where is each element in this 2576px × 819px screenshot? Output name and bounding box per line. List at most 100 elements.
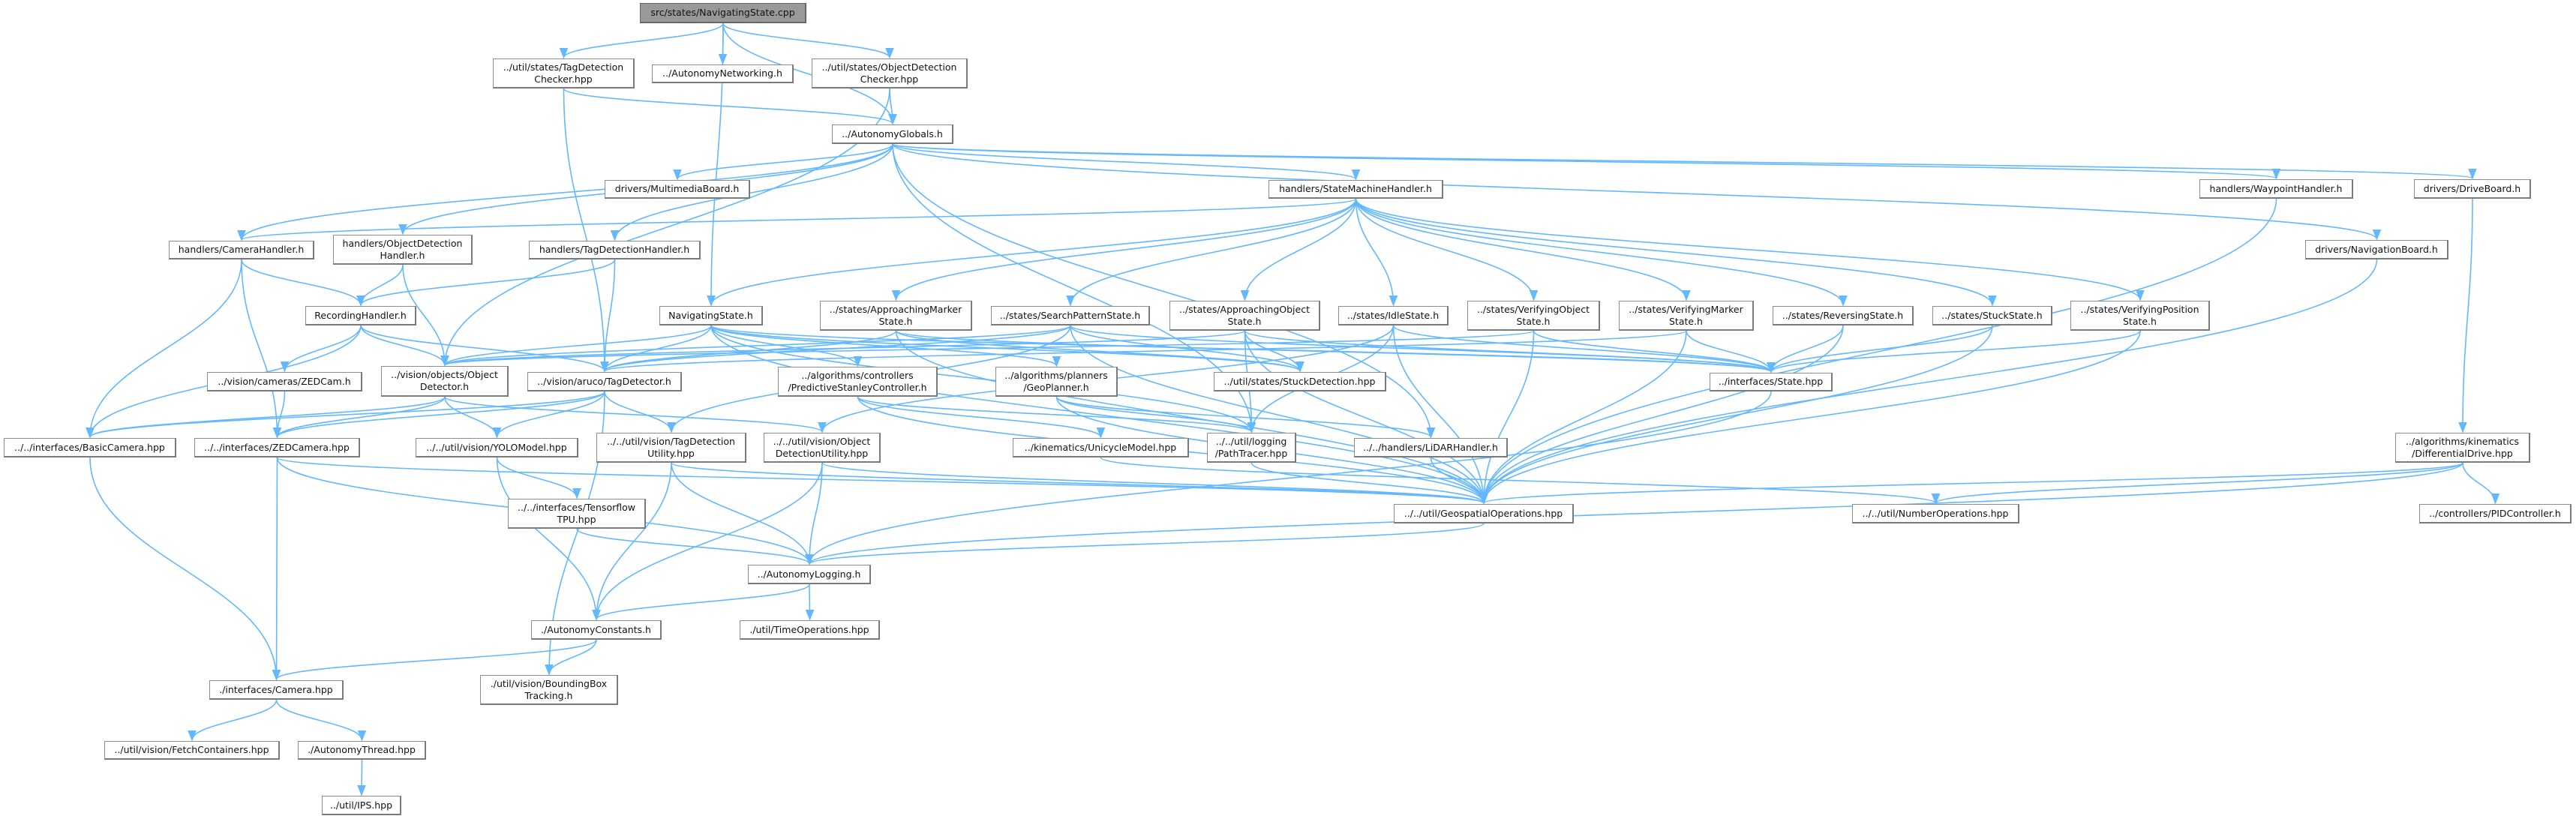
graph-node-tdc[interactable]: ../util/states/TagDetection Checker.hpp [493, 58, 635, 88]
graph-node-bbt[interactable]: ./util/vision/BoundingBox Tracking.h [480, 675, 618, 705]
graph-node-vps[interactable]: ../states/VerifyingPosition State.h [2070, 301, 2210, 331]
edge-odu-to-geos [821, 462, 1488, 505]
node-label: ./interfaces/Camera.hpp [219, 683, 333, 695]
graph-node-uni[interactable]: ../kinematics/UnicycleModel.hpp [1013, 438, 1189, 458]
edge-tagdet-to-basic [86, 391, 605, 439]
graph-node-drb[interactable]: drivers/DriveBoard.h [2414, 179, 2531, 199]
graph-node-psc[interactable]: ../algorithms/controllers /PredictiveSta… [778, 367, 938, 397]
graph-node-state[interactable]: ../interfaces/State.hpp [1710, 373, 1833, 392]
graph-node-geo[interactable]: ../algorithms/planners /GeoPlanner.h [995, 367, 1118, 397]
graph-node-diff[interactable]: ../algorithms/kinematics /DifferentialDr… [2395, 433, 2530, 463]
graph-node-sps[interactable]: ../states/SearchPatternState.h [991, 306, 1150, 326]
graph-node-objdet[interactable]: ../vision/objects/Object Detector.h [381, 366, 509, 397]
graph-node-odu[interactable]: ../../util/vision/Object DetectionUtilit… [764, 433, 881, 463]
edge-odu-to-cons [592, 462, 823, 621]
node-label: ../../util/vision/TagDetection Utility.h… [607, 435, 735, 459]
graph-node-stk[interactable]: ../states/StuckState.h [1932, 306, 2052, 326]
graph-node-ams[interactable]: ../states/ApproachingMarker State.h [820, 301, 972, 331]
graph-node-rev[interactable]: ../states/ReversingState.h [1773, 306, 1914, 326]
graph-node-stuckd[interactable]: ../util/states/StuckDetection.hpp [1214, 372, 1386, 392]
node-label: ../algorithms/kinematics /DifferentialDr… [2405, 435, 2520, 459]
graph-node-lidar[interactable]: ../../handlers/LiDARHandler.h [1354, 438, 1508, 458]
edge-ams-to-stuckd [895, 330, 1305, 373]
graph-node-wph[interactable]: handlers/WaypointHandler.h [2199, 179, 2353, 199]
graph-node-geos[interactable]: ../../util/GeospatialOperations.hpp [1394, 504, 1574, 524]
edge-log-to-time [805, 584, 815, 621]
edge-aos-to-stuckd [1244, 330, 1305, 373]
edge-nsh-to-objdet [440, 325, 712, 367]
graph-node-glob[interactable]: ../AutonomyGlobals.h [832, 124, 953, 144]
node-label: ../vision/aruco/TagDetector.h [537, 375, 671, 387]
graph-node-vms[interactable]: ../states/VerifyingMarker State.h [1619, 301, 1754, 331]
node-label: ../util/states/ObjectDetection Checker.h… [821, 61, 957, 85]
graph-node-cam[interactable]: ./interfaces/Camera.hpp [209, 680, 344, 700]
node-label: handlers/StateMachineHandler.h [1279, 183, 1432, 194]
node-label: ../states/IdleState.h [1347, 309, 1440, 321]
graph-node-log[interactable]: ../AutonomyLogging.h [748, 565, 871, 584]
graph-node-basic[interactable]: ../../interfaces/BasicCamera.hpp [4, 438, 176, 458]
node-label: ../util/states/StuckDetection.hpp [1223, 375, 1376, 387]
graph-node-path[interactable]: ../../util/logging /PathTracer.hpp [1207, 433, 1296, 463]
edge-geo-to-lidar [1055, 396, 1435, 439]
edge-uni-to-num [1100, 457, 1940, 505]
graph-node-vos[interactable]: ../states/VerifyingObject State.h [1467, 301, 1600, 331]
node-label: ./AutonomyConstants.h [541, 623, 651, 635]
graph-node-time[interactable]: ./util/TimeOperations.hpp [740, 620, 880, 640]
edge-vos-to-objdet [441, 330, 1535, 367]
edge-stk-to-state [1767, 325, 1993, 374]
node-label: ../states/VerifyingPosition State.h [2080, 303, 2199, 327]
node-label: ../../util/logging /PathTracer.hpp [1214, 435, 1288, 459]
node-label: handlers/ObjectDetection Handler.h [342, 237, 463, 261]
graph-node-thr[interactable]: ./AutonomyThread.hpp [298, 741, 426, 760]
graph-node-odc[interactable]: ../util/states/ObjectDetection Checker.h… [812, 58, 968, 88]
edge-tdu-to-log [671, 462, 814, 566]
edge-odh-to-objdet [402, 264, 449, 367]
graph-node-zedcam[interactable]: ../vision/cameras/ZEDCam.h [207, 372, 362, 392]
node-label: ../states/ApproachingObject State.h [1179, 303, 1310, 327]
edge-cam-to-thr [275, 699, 367, 742]
graph-node-fetch[interactable]: ../util/vision/FetchContainers.hpp [104, 741, 280, 760]
graph-node-mmb[interactable]: drivers/MultimediaBoard.h [605, 180, 750, 199]
node-label: ../util/states/TagDetection Checker.hpp [503, 61, 624, 85]
edge-psc-to-path [857, 396, 1256, 434]
edge-vps-to-geos [1479, 330, 2141, 505]
graph-node-ips[interactable]: ../util/IPS.hpp [322, 796, 401, 815]
edge-geos-to-log [805, 523, 1485, 566]
graph-node-cons[interactable]: ./AutonomyConstants.h [531, 620, 662, 640]
edge-diff-to-num [1932, 462, 2463, 505]
graph-node-idle[interactable]: ../states/IdleState.h [1338, 306, 1449, 326]
graph-node-net[interactable]: ../AutonomyNetworking.h [652, 64, 794, 83]
graph-node-yolo[interactable]: ../../util/vision/YOLOModel.hpp [416, 438, 578, 458]
node-label: ../../interfaces/ZEDCamera.hpp [204, 441, 350, 453]
graph-node-navb[interactable]: drivers/NavigationBoard.h [2305, 240, 2448, 260]
edge-layer [86, 22, 2500, 796]
edge-basic-to-cam [89, 457, 281, 681]
node-label: ../states/SearchPatternState.h [999, 309, 1141, 321]
graph-node-rec[interactable]: RecordingHandler.h [305, 306, 416, 326]
edge-tdh-to-rec [356, 259, 616, 307]
node-label: ../states/ApproachingMarker State.h [829, 303, 962, 327]
graph-node-smh[interactable]: handlers/StateMachineHandler.h [1268, 180, 1443, 199]
graph-node-odh[interactable]: handlers/ObjectDetection Handler.h [333, 235, 473, 265]
graph-node-aos[interactable]: ../states/ApproachingObject State.h [1169, 301, 1320, 331]
edge-yolo-to-tpu [496, 457, 581, 500]
graph-node-tdu[interactable]: ../../util/vision/TagDetection Utility.h… [596, 433, 746, 463]
edge-log-to-cons [592, 584, 810, 621]
graph-node-num[interactable]: ../../util/NumberOperations.hpp [1852, 504, 2019, 524]
graph-node-nsh[interactable]: NavigatingState.h [659, 306, 763, 326]
graph-node-tpu[interactable]: ../../interfaces/Tensorflow TPU.hpp [508, 499, 646, 529]
edge-yolo-to-cons [496, 457, 601, 621]
node-label: ../algorithms/planners /GeoPlanner.h [1004, 369, 1108, 393]
node-label: ../../util/vision/Object DetectionUtilit… [773, 435, 871, 459]
graph-node-root[interactable]: src/states/NavigatingState.cpp [640, 3, 806, 23]
node-label: drivers/MultimediaBoard.h [614, 183, 740, 194]
edge-odh-to-rec [356, 264, 404, 307]
graph-node-tdh[interactable]: handlers/TagDetectionHandler.h [529, 241, 701, 260]
edge-smh-to-camh [238, 198, 1357, 242]
graph-node-camh[interactable]: handlers/CameraHandler.h [169, 241, 314, 260]
graph-node-pid[interactable]: ../controllers/PIDController.h [2419, 504, 2571, 524]
graph-node-tagdet[interactable]: ../vision/aruco/TagDetector.h [527, 372, 682, 392]
graph-node-zedc[interactable]: ../../interfaces/ZEDCamera.hpp [194, 438, 360, 458]
node-label: ../../handlers/LiDARHandler.h [1363, 441, 1498, 453]
